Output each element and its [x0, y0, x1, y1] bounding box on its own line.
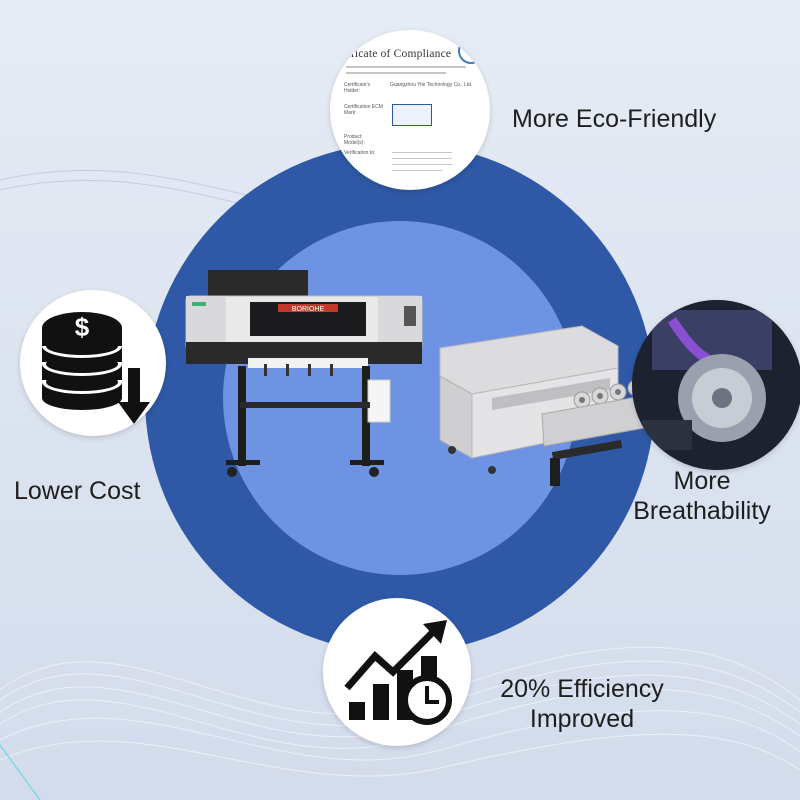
money-stack-down-icon: $ — [42, 312, 150, 424]
cert-row-holder-label-2: Holder: — [344, 88, 361, 94]
certificate-icon — [458, 38, 484, 64]
efficiency-label: 20% Efficiency Improved — [472, 674, 692, 734]
cert-mark-box — [392, 104, 432, 126]
cert-row-verification: Verification to: — [344, 150, 376, 156]
lower-cost-label: Lower Cost — [14, 477, 141, 505]
cert-row-product: Product: — [344, 134, 363, 140]
powder-shaker-image — [439, 325, 645, 486]
svg-text:$: $ — [75, 312, 90, 342]
cert-row-model: Model(s): — [344, 140, 365, 146]
efficiency-bubble — [323, 598, 471, 746]
cert-holder-value: Guangzhou Yite Technology Co., Ltd. — [390, 82, 473, 88]
cert-row-mark: Certification ECM — [344, 104, 383, 110]
dtf-printer-image: BORIOHE — [185, 270, 423, 477]
efficiency-label-line1: 20% Efficiency — [500, 675, 664, 703]
lower-cost-bubble: $ — [20, 290, 166, 436]
printer-brand-label: BORIOHE — [292, 306, 325, 313]
cert-row-mark-2: Mark: — [344, 110, 357, 116]
eco-friendly-label: More Eco-Friendly — [512, 105, 717, 133]
certificate-bubble: tificate of Compliance Certificate's Hol… — [330, 30, 490, 190]
growth-chart-clock-icon — [344, 620, 452, 725]
fan-blower-icon — [632, 300, 800, 470]
accent-line — [0, 744, 41, 800]
breathability-label-line2: Breathability — [633, 497, 771, 525]
certificate-title: tificate of Compliance — [344, 48, 452, 60]
breathability-bubble — [632, 300, 800, 470]
efficiency-label-line2: Improved — [529, 705, 635, 733]
cert-row-holder-label: Certificate's — [344, 82, 370, 88]
breathability-label-line1: More — [673, 467, 731, 495]
breathability-label: More Breathability — [612, 466, 792, 526]
